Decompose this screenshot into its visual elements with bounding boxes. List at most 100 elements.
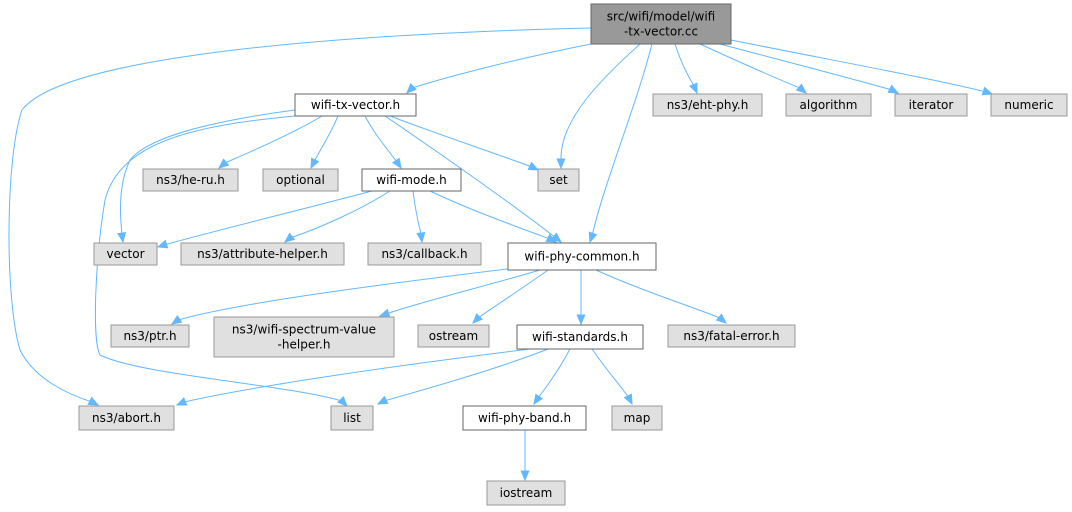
node-wifi-tx-vector-cc[interactable]: src/wifi/model/wifi-tx-vector.cc: [590, 3, 732, 45]
edge-wifi-tx-vector-h-to-set: [389, 115, 540, 171]
node-wifi-mode-h[interactable]: wifi-mode.h: [361, 168, 462, 192]
edge-line: [719, 43, 893, 91]
node-label: iostream: [500, 486, 553, 500]
edge-line: [383, 348, 549, 402]
arrowhead: [795, 83, 807, 94]
node-ostream: ostream: [417, 324, 490, 348]
node-box: [417, 324, 490, 348]
arrowhead: [175, 397, 188, 406]
node-box: [590, 3, 732, 45]
node-wifi-phy-common-h[interactable]: wifi-phy-common.h: [507, 242, 657, 271]
node-label: -helper.h: [278, 338, 331, 352]
edge-wifi-tx-vector-cc-to-numeric: [730, 39, 994, 96]
arrowhead: [576, 314, 586, 326]
node-wifi-spectrum-value-helper-h: ns3/wifi-spectrum-value-helper.h: [213, 316, 395, 358]
arrowhead: [416, 232, 426, 244]
node-label: ns3/attribute-helper.h: [197, 247, 328, 261]
arrowhead: [887, 84, 900, 94]
edge-line: [94, 115, 343, 402]
arrowhead: [545, 233, 558, 243]
arrowhead: [981, 86, 994, 96]
node-label: src/wifi/model/wifi: [607, 10, 715, 24]
node-label: iterator: [909, 98, 954, 112]
node-set: set: [537, 168, 580, 192]
arrowhead: [310, 157, 320, 170]
node-label: ns3/abort.h: [92, 411, 161, 425]
node-label: wifi-tx-vector.h: [311, 98, 400, 112]
node-box: [367, 242, 482, 266]
node-label: ns3/eht-phy.h: [667, 98, 749, 112]
arrowhead: [156, 239, 169, 249]
node-he-ru-h: ns3/he-ru.h: [142, 168, 239, 192]
node-wifi-phy-band-h[interactable]: wifi-phy-band.h: [462, 405, 587, 431]
node-iostream: iostream: [486, 480, 566, 506]
arrowhead: [715, 313, 727, 324]
edge-line: [313, 115, 339, 163]
node-box: [110, 324, 190, 348]
node-label: ns3/wifi-spectrum-value: [232, 323, 376, 337]
arrowhead: [588, 231, 598, 244]
node-box: [611, 405, 663, 431]
node-label: map: [624, 411, 651, 425]
node-box: [262, 168, 339, 192]
node-numeric: numeric: [990, 93, 1068, 117]
arrowhead: [406, 83, 417, 94]
arrowhead: [117, 231, 127, 244]
edge-wifi-standards-h-to-list: [376, 348, 549, 405]
node-label: wifi-phy-band.h: [478, 411, 571, 425]
edge-line: [699, 43, 801, 89]
edge-wifi-tx-vector-h-to-he-ru-h: [218, 115, 323, 169]
node-box: [294, 93, 417, 117]
node-box: [652, 93, 763, 117]
node-label: optional: [276, 173, 325, 187]
node-label: vector: [106, 247, 144, 261]
edge-line: [289, 190, 391, 239]
arrowhead: [689, 82, 698, 95]
node-box: [462, 405, 587, 431]
arrowhead: [533, 393, 544, 406]
node-label: ns3/callback.h: [381, 247, 467, 261]
node-box: [507, 242, 657, 271]
edge-line: [412, 190, 422, 235]
node-list: list: [330, 405, 374, 431]
edge-line: [429, 190, 551, 240]
edge-wifi-phy-common-h-to-fatal-error-h: [595, 269, 727, 324]
arrowhead: [391, 157, 402, 170]
edge-line: [591, 43, 653, 237]
node-box: [785, 93, 872, 117]
dependency-edges: [8, 27, 994, 482]
node-label: ns3/fatal-error.h: [683, 329, 779, 343]
arrowhead: [623, 393, 633, 406]
node-wifi-standards-h[interactable]: wifi-standards.h: [516, 324, 644, 350]
edge-line: [183, 348, 531, 403]
arrowhead: [283, 232, 296, 243]
arrowhead: [520, 470, 530, 482]
edge-wifi-tx-vector-h-to-optional: [310, 115, 339, 170]
edge-wifi-standards-h-to-wifi-phy-band-h: [533, 348, 571, 406]
node-label: -tx-vector.cc: [624, 25, 698, 39]
edge-wifi-tx-vector-cc-to-algorithm: [699, 43, 807, 94]
node-wifi-tx-vector-h[interactable]: wifi-tx-vector.h: [294, 93, 417, 117]
node-box: [361, 168, 462, 192]
arrowhead: [556, 158, 566, 170]
node-box: [516, 324, 644, 350]
arrowhead: [218, 158, 230, 169]
node-label: wifi-phy-common.h: [524, 250, 639, 264]
node-abort-h: ns3/abort.h: [78, 405, 175, 431]
edge-line: [591, 348, 630, 399]
node-box: [486, 480, 566, 506]
edge-wifi-phy-common-h-to-wifi-standards-h: [576, 270, 586, 326]
node-callback-h: ns3/callback.h: [367, 242, 482, 266]
edge-line: [384, 115, 557, 239]
edge-wifi-standards-h-to-map: [591, 348, 633, 406]
edge-line: [224, 115, 323, 164]
node-box: [142, 168, 239, 192]
edge-line: [163, 190, 373, 246]
edge-line: [595, 269, 721, 319]
edge-line: [730, 39, 987, 93]
node-label: ns3/ptr.h: [123, 329, 176, 343]
node-label: ns3/he-ru.h: [156, 173, 225, 187]
edge-wifi-tx-vector-cc-to-wifi-phy-common-h: [588, 43, 653, 244]
edge-wifi-mode-h-to-callback-h: [412, 190, 426, 244]
node-box: [537, 168, 580, 192]
